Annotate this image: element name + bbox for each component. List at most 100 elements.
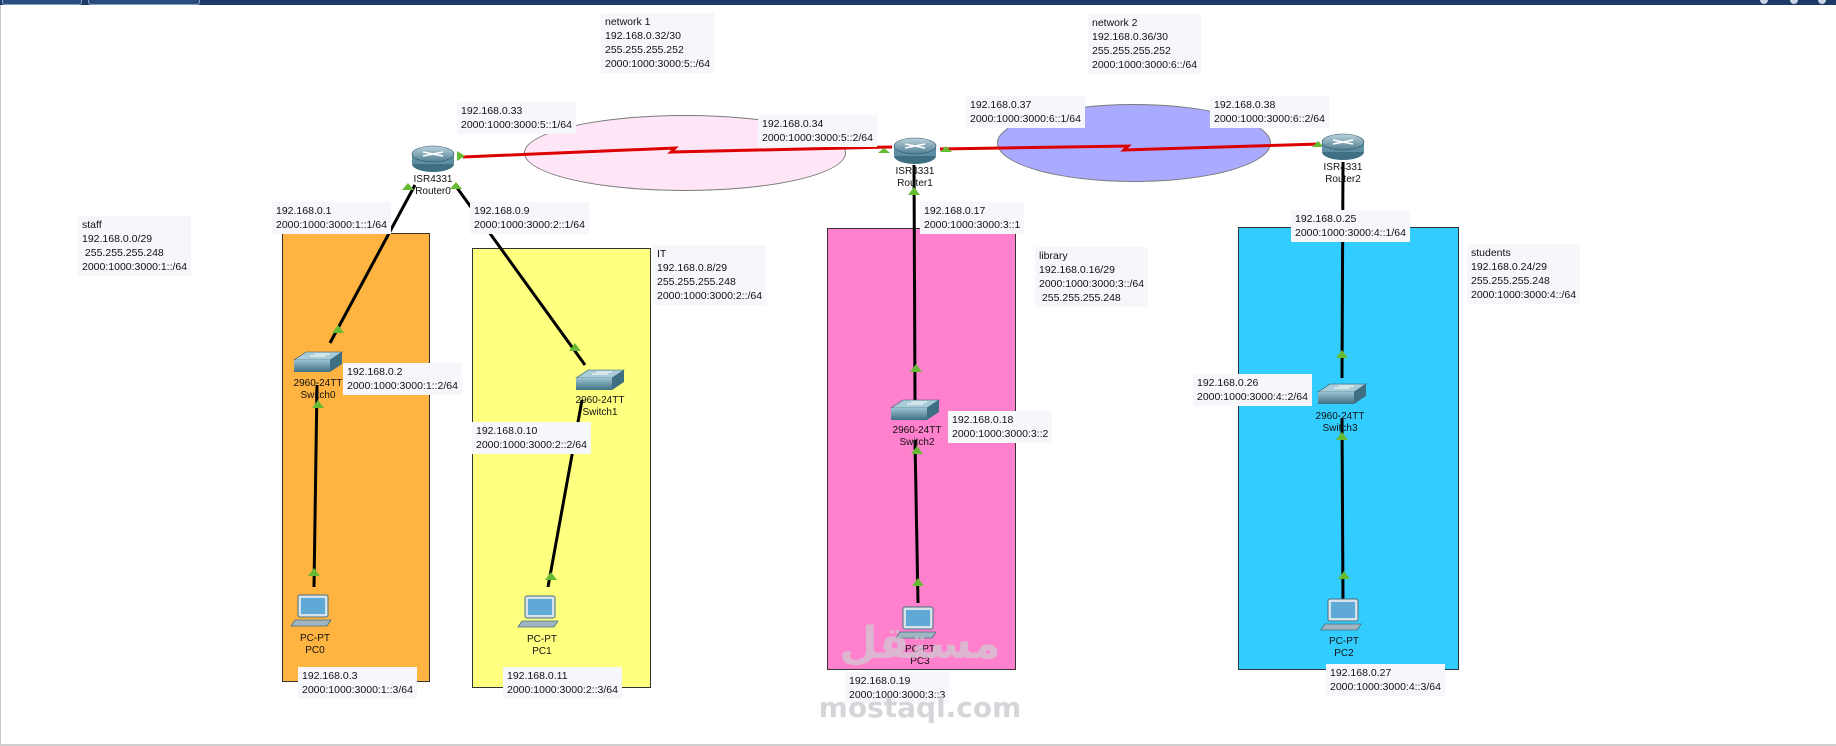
r2-students-interface-note[interactable]: 192.168.0.25 2000:1000:3000:4::1/64 <box>1291 210 1410 242</box>
switch1-interface-note[interactable]: 192.168.0.10 2000:1000:3000:2::2/64 <box>472 422 591 454</box>
interface-ip: 192.168.0.1 <box>276 205 332 217</box>
port-up-icon <box>545 572 557 580</box>
r2-net2-interface-note[interactable]: 192.168.0.38 2000:1000:3000:6::2/64 <box>1210 96 1329 128</box>
router1-icon[interactable] <box>893 137 937 164</box>
device-model: PC-PT <box>905 644 935 655</box>
interface-ip: 192.168.0.38 <box>1214 99 1276 111</box>
serial-link-router1-router2[interactable] <box>939 142 1321 152</box>
pc3-interface-note[interactable]: 192.168.0.19 2000:1000:3000:3::3 <box>845 672 950 704</box>
interface-ipv6: 2000:1000:3000:4::2/64 <box>1197 391 1308 403</box>
r1-library-interface-note[interactable]: 192.168.0.17 2000:1000:3000:3::1 <box>920 202 1025 234</box>
r0-staff-interface-note[interactable]: 192.168.0.1 2000:1000:3000:1::1/64 <box>272 202 391 234</box>
network1-note[interactable]: network 1 192.168.0.32/30 255.255.255.25… <box>601 13 715 73</box>
minimize-icon[interactable] <box>1760 0 1768 4</box>
library-mask: 255.255.255.248 <box>1039 292 1121 304</box>
toolbar-tab[interactable] <box>2 0 82 5</box>
staff-ip: 192.168.0.0/29 <box>82 233 153 245</box>
r0-net1-interface-note[interactable]: 192.168.0.33 2000:1000:3000:5::1/64 <box>457 102 576 134</box>
network1-mask: 255.255.255.252 <box>605 44 684 56</box>
interface-ip: 192.168.0.11 <box>507 670 568 682</box>
students-note[interactable]: students 192.168.0.24/29 255.255.255.248… <box>1467 244 1581 304</box>
interface-ipv6: 2000:1000:3000:3::1 <box>924 219 1021 231</box>
device-model: 2960-24TT <box>892 425 942 436</box>
r0-it-interface-note[interactable]: 192.168.0.9 2000:1000:3000:2::1/64 <box>470 202 589 234</box>
network1-ipv6: 2000:1000:3000:5::/64 <box>605 58 711 70</box>
library-area <box>827 228 1016 670</box>
interface-ipv6: 2000:1000:3000:6::1/64 <box>970 113 1081 125</box>
switch3-label: 2960-24TT Switch3 <box>1300 411 1380 435</box>
it-note[interactable]: IT 192.168.0.8/29 255.255.255.248 2000:1… <box>653 245 767 305</box>
port-up-icon <box>908 187 920 195</box>
router0-icon[interactable] <box>411 145 455 172</box>
link-switch3-pc2[interactable] <box>1340 417 1345 601</box>
pc0-icon[interactable] <box>290 594 332 627</box>
interface-ip: 192.168.0.2 <box>347 366 403 378</box>
interface-ip: 192.168.0.33 <box>461 105 523 117</box>
students-ip: 192.168.0.24/29 <box>1471 261 1547 273</box>
staff-note[interactable]: staff 192.168.0.0/29 255.255.255.248 200… <box>78 216 192 276</box>
device-model: PC-PT <box>527 634 557 645</box>
interface-ip: 192.168.0.17 <box>924 205 986 217</box>
serial-link-router0-router1[interactable] <box>462 145 893 159</box>
switch0-interface-note[interactable]: 192.168.0.2 2000:1000:3000:1::2/64 <box>343 363 462 395</box>
link-router1-switch2[interactable] <box>912 164 917 401</box>
device-model: PC-PT <box>300 633 330 644</box>
close-icon[interactable] <box>1818 0 1826 4</box>
pc3-label: PC-PT PC3 <box>880 644 960 668</box>
interface-ip: 192.168.0.10 <box>476 425 538 437</box>
pc2-interface-note[interactable]: 192.168.0.27 2000:1000:3000:4::3/64 <box>1326 664 1445 696</box>
device-name: Switch1 <box>582 407 618 418</box>
r1-net1-interface-note[interactable]: 192.168.0.34 2000:1000:3000:5::2/64 <box>758 115 877 147</box>
toolbar-tab[interactable] <box>88 0 200 5</box>
pc3-icon[interactable] <box>895 606 937 639</box>
pc1-icon[interactable] <box>517 595 559 628</box>
router2-icon[interactable] <box>1321 133 1365 160</box>
device-model: 2960-24TT <box>293 378 343 389</box>
port-up-icon <box>308 568 320 576</box>
library-ip: 192.168.0.16/29 <box>1039 264 1115 276</box>
switch2-interface-note[interactable]: 192.168.0.18 2000:1000:3000:3::2 <box>948 411 1053 443</box>
pc1-interface-note[interactable]: 192.168.0.11 2000:1000:3000:2::3/64 <box>503 667 622 699</box>
it-mask: 255.255.255.248 <box>657 276 736 288</box>
switch2-icon[interactable] <box>890 399 940 420</box>
port-up-icon <box>569 343 581 351</box>
r1-net2-interface-note[interactable]: 192.168.0.37 2000:1000:3000:6::1/64 <box>966 96 1085 128</box>
router2-label: ISR4331 Router2 <box>1303 162 1383 186</box>
switch3-icon[interactable] <box>1317 383 1367 404</box>
pc2-label: PC-PT PC2 <box>1304 636 1384 660</box>
link-router2-switch3[interactable] <box>1340 161 1345 379</box>
router1-label: ISR4331 Router1 <box>875 166 955 190</box>
device-name: Switch2 <box>899 437 935 448</box>
link-switch2-pc3[interactable] <box>913 439 920 604</box>
network2-note[interactable]: network 2 192.168.0.36/30 255.255.255.25… <box>1088 14 1202 74</box>
interface-ipv6: 2000:1000:3000:1::3/64 <box>302 684 413 696</box>
device-model: ISR4331 <box>413 174 453 185</box>
staff-mask: 255.255.255.248 <box>82 247 164 259</box>
link-router0-switch0[interactable] <box>328 184 417 344</box>
router0-label: ISR4331 Router0 <box>393 174 473 198</box>
maximize-icon[interactable] <box>1790 0 1798 4</box>
device-name: PC2 <box>1334 648 1354 659</box>
port-up-icon <box>402 183 414 190</box>
switch1-icon[interactable] <box>575 369 625 390</box>
switch1-label: 2960-24TT Switch1 <box>560 395 640 419</box>
watermark-latin: mostaql.com <box>818 691 1022 724</box>
network1-ip: 192.168.0.32/30 <box>605 30 681 42</box>
port-up-icon <box>1312 141 1324 147</box>
students-title: students <box>1471 247 1511 259</box>
it-ipv6: 2000:1000:3000:2::/64 <box>657 290 763 302</box>
network1-title: network 1 <box>605 16 651 28</box>
switch0-icon[interactable] <box>293 351 343 372</box>
top-toolbar <box>0 0 1836 5</box>
switch3-interface-note[interactable]: 192.168.0.26 2000:1000:3000:4::2/64 <box>1193 374 1312 406</box>
switch2-label: 2960-24TT Switch2 <box>877 425 957 449</box>
pc0-interface-note[interactable]: 192.168.0.3 2000:1000:3000:1::3/64 <box>298 667 417 699</box>
watermark-arabic: مستقل <box>839 618 1001 669</box>
interface-ip: 192.168.0.37 <box>970 99 1032 111</box>
pc2-icon[interactable] <box>1320 598 1362 631</box>
link-switch0-pc0[interactable] <box>312 384 319 588</box>
device-model: ISR4331 <box>1323 162 1363 173</box>
port-up-icon <box>1338 571 1350 579</box>
library-note[interactable]: library 192.168.0.16/29 2000:1000:3000:3… <box>1035 247 1149 307</box>
